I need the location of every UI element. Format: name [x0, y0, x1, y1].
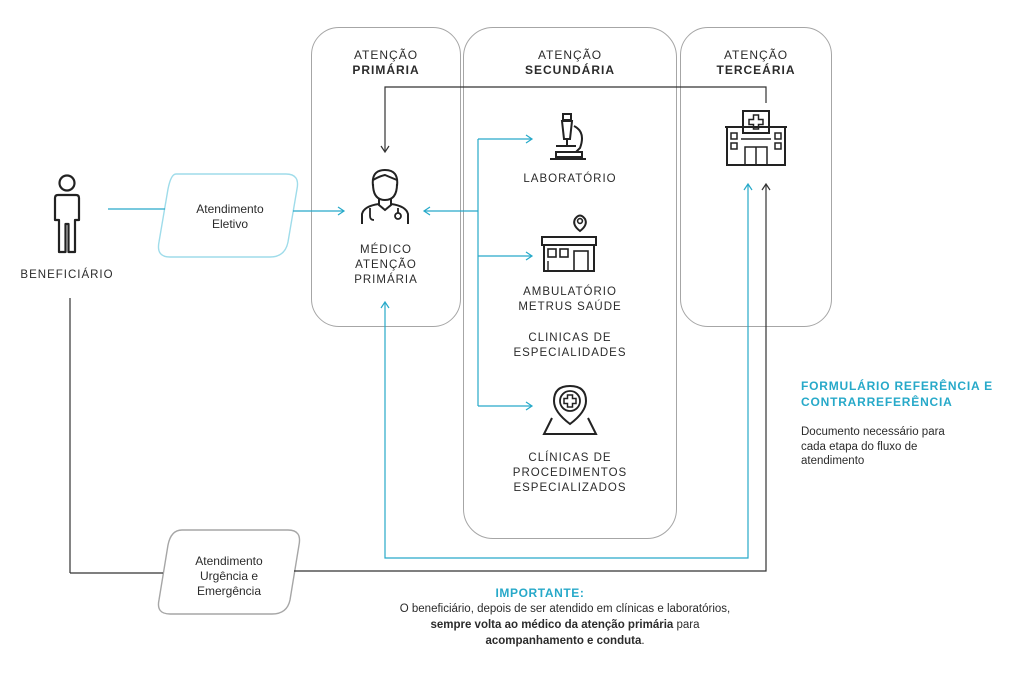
pill-urgency-text: Atendimento Urgência e Emergência	[168, 554, 290, 599]
arrowhead-procedures	[525, 401, 534, 411]
arrowhead-ambulatory	[525, 251, 534, 261]
ambulatory-label-line1: AMBULATÓRIO	[523, 286, 617, 298]
arrowhead-doctor-bottom	[380, 300, 390, 309]
important-part3: .	[641, 635, 645, 647]
panel-tertiary-title-line1: ATENÇÃO	[723, 48, 789, 62]
panel-secondary-care: ATENÇÃO SECUNDÁRIA	[463, 27, 677, 539]
panel-primary-care: ATENÇÃO PRIMÁRIA	[311, 27, 461, 327]
arrow-urgency-to-tertiary	[294, 185, 767, 572]
beneficiary-label: BENEFICIÁRIO	[20, 269, 114, 281]
panel-tertiary-title: ATENÇÃO TERCEÁRIA	[681, 48, 831, 78]
pill-urgency-line3: Emergência	[196, 584, 262, 598]
procedures-label: CLÍNICAS DE PROCEDIMENTOS ESPECIALIZADOS	[490, 451, 650, 496]
arrowhead-lab	[525, 134, 534, 144]
important-part1: O beneficiário, depois de ser atendido e…	[399, 603, 731, 615]
pill-elective-line2: Eletivo	[211, 217, 249, 231]
person-icon	[53, 174, 81, 254]
pill-elective-line1: Atendimento	[196, 202, 264, 216]
panel-secondary-title-line2: SECUNDÁRIA	[524, 63, 615, 77]
important-bold1: sempre volta ao médico da atenção primár…	[430, 619, 674, 631]
loop-doctor-tertiary-blue	[384, 185, 749, 559]
important-title: IMPORTANTE:	[495, 586, 585, 600]
specialties-label: CLINICAS DE ESPECIALIDADES	[490, 331, 650, 361]
specialties-label-line2: ESPECIALIDADES	[513, 347, 627, 359]
procedures-label-line1: CLÍNICAS DE	[528, 452, 612, 464]
doctor-icon	[361, 168, 409, 224]
doctor-label: MÉDICO ATENÇÃO PRIMÁRIA	[326, 243, 446, 288]
arrowhead-tertiary-dark	[761, 182, 771, 191]
microscope-icon	[550, 113, 586, 160]
arrowhead-tertiary-blue	[743, 182, 753, 191]
important-bold2: acompanhamento e conduta	[485, 635, 642, 647]
pill-urgency-line2: Urgência e	[199, 569, 259, 583]
form-note-body-line1: Documento necessário para	[801, 426, 945, 438]
form-note-title-line1: FORMULÁRIO REFERÊNCIA E	[801, 379, 993, 393]
pill-elective-shape	[157, 173, 299, 258]
panel-primary-title: ATENÇÃO PRIMÁRIA	[312, 48, 460, 78]
ambulatory-building-icon	[541, 214, 597, 272]
hospital-icon	[725, 110, 787, 166]
form-note-title-line2: CONTRARREFERÊNCIA	[801, 395, 953, 409]
panel-secondary-title: ATENÇÃO SECUNDÁRIA	[464, 48, 676, 78]
form-note-body-line2: cada etapa do fluxo de	[801, 440, 918, 453]
ambulatory-label: AMBULATÓRIO METRUS SAÚDE	[500, 285, 640, 315]
panel-tertiary-care: ATENÇÃO TERCEÁRIA	[680, 27, 832, 327]
important-part2: para	[676, 619, 700, 631]
important-body: O beneficiário, depois de ser atendido e…	[385, 601, 745, 649]
pill-urgency-shape	[157, 529, 301, 615]
doctor-label-line3: PRIMÁRIA	[354, 274, 418, 286]
form-note-title: FORMULÁRIO REFERÊNCIA E CONTRARREFERÊNCI…	[801, 378, 1011, 410]
arrowhead-doctor-from-secondary	[422, 206, 431, 216]
procedures-label-line2: PROCEDIMENTOS	[512, 467, 628, 479]
medical-location-icon	[542, 384, 598, 435]
ambulatory-label-line2: METRUS SAÚDE	[518, 301, 622, 313]
doctor-label-line1: MÉDICO	[360, 244, 412, 256]
pill-elective-text: Atendimento Eletivo	[170, 202, 290, 232]
procedures-label-line3: ESPECIALIZADOS	[513, 482, 627, 494]
lab-label: LABORATÓRIO	[523, 173, 617, 185]
specialties-label-line1: CLINICAS DE	[528, 332, 612, 344]
pill-urgency-line1: Atendimento	[195, 554, 263, 568]
panel-tertiary-title-line2: TERCEÁRIA	[716, 63, 796, 77]
panel-primary-title-line1: ATENÇÃO	[353, 48, 419, 62]
arrowhead-doctor-from-tertiary	[380, 145, 390, 154]
doctor-label-line2: ATENÇÃO	[355, 259, 417, 271]
panel-primary-title-line2: PRIMÁRIA	[352, 63, 420, 77]
panel-secondary-title-line1: ATENÇÃO	[537, 48, 603, 62]
arrow-tertiary-to-doctor	[384, 86, 767, 151]
form-note-body: Documento necessário para cada etapa do …	[801, 425, 1001, 469]
form-note-body-line3: atendimento	[801, 455, 865, 467]
arrowhead-doctor-in	[337, 206, 346, 216]
